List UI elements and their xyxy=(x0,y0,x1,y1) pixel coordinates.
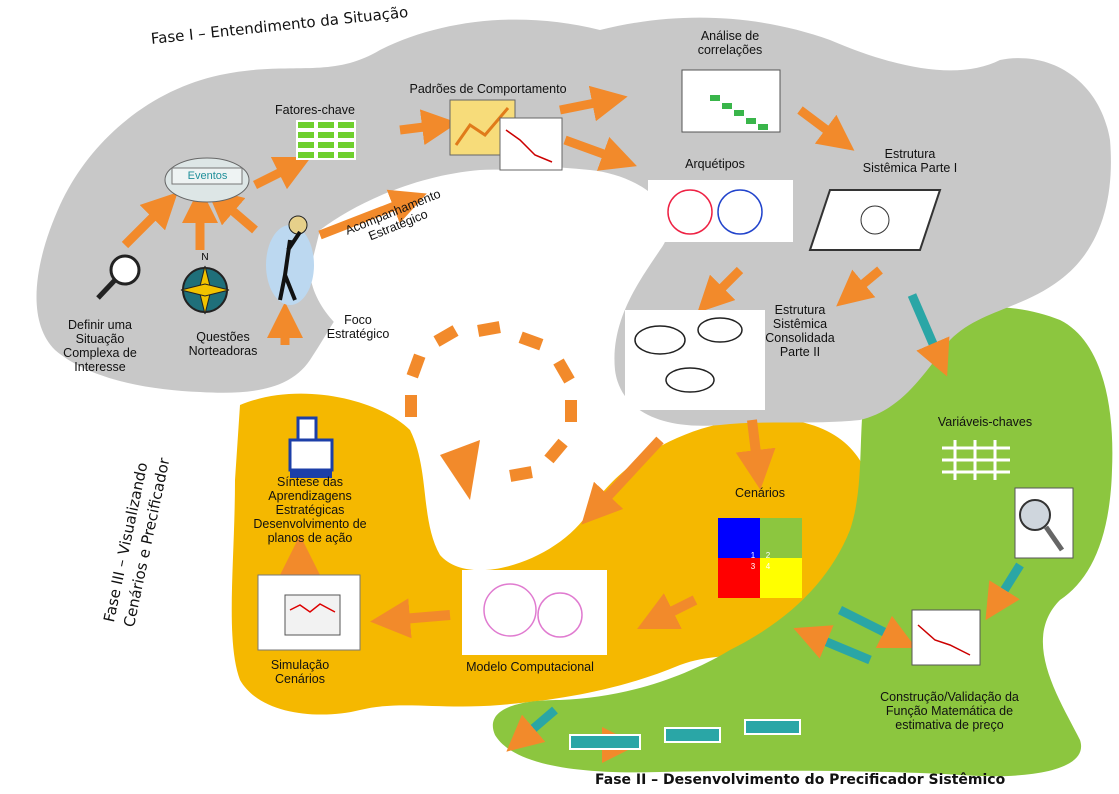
phase3-arrows xyxy=(280,419,776,639)
quadrant-1: 1 xyxy=(750,551,756,560)
grid-table-icon xyxy=(296,120,356,160)
teal-bars xyxy=(569,719,801,750)
scenario-quadrants xyxy=(718,518,802,598)
svg-text:N: N xyxy=(201,252,208,263)
correlation-matrix-icon xyxy=(681,69,781,133)
quadrant-3: 3 xyxy=(750,562,756,571)
phase2-arrows xyxy=(506,293,1024,763)
label-arquetipos: Arquétipos xyxy=(685,157,745,171)
cloud-icon xyxy=(164,157,250,203)
phase1-arrows xyxy=(121,85,883,345)
magnifier-icon xyxy=(96,254,141,300)
phase2-title: Fase II – Desenvolvimento do Precificado… xyxy=(595,772,1006,788)
label-variaveis: Variáveis-chaves xyxy=(937,415,1033,429)
quadrant-2: 2 xyxy=(765,551,771,560)
archetype-diagram-icon xyxy=(648,180,793,242)
label-fatores: Fatores-chave xyxy=(275,103,355,117)
pointing-hand-icon xyxy=(288,416,334,478)
chart-icon xyxy=(449,99,563,171)
key-variables-grid-icon xyxy=(942,440,1010,480)
simulation-icon xyxy=(257,574,361,651)
label-cenarios: Cenários xyxy=(734,486,786,500)
system-structure-2-icon xyxy=(625,310,765,410)
phase1-inner-gap xyxy=(310,169,602,362)
system-structure-1-icon xyxy=(808,189,942,251)
computational-model-icon xyxy=(462,570,607,655)
label-eventos: Eventos xyxy=(187,170,228,182)
quadrant-4: 4 xyxy=(765,562,771,571)
cycle-dashes xyxy=(405,321,577,500)
label-modelo: Modelo Computacional xyxy=(466,660,594,674)
magnifying-glass-icon xyxy=(1014,487,1074,559)
person-target-icon xyxy=(266,215,314,305)
label-padroes: Padrões de Comportamento xyxy=(409,82,567,96)
compass-icon: N xyxy=(180,252,230,315)
price-function-chart-icon xyxy=(911,609,981,666)
